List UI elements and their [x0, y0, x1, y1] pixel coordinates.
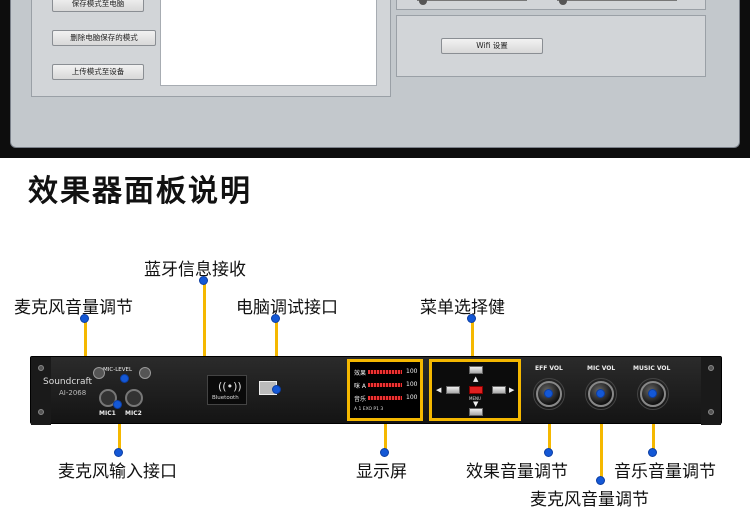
level-bar: [368, 370, 402, 374]
save-mode-to-pc-button[interactable]: 保存模式至电脑: [52, 0, 144, 12]
menu-up-key[interactable]: [469, 366, 483, 374]
leader-line-mic-input: [118, 404, 121, 454]
marker-dot: [380, 448, 389, 457]
rack-ear-right: [701, 357, 721, 425]
callout-menu-keys: 菜单选择健: [420, 298, 505, 318]
bluetooth-receiver: ((•)) Bluetooth: [207, 375, 247, 405]
software-window: 保存模式至电脑 删除电脑保存的模式 上传模式至设备 Wifi 设置: [10, 0, 740, 148]
level-bar: [368, 383, 402, 387]
knob-ring: [533, 378, 565, 410]
level-bar: [368, 396, 402, 400]
page-title: 效果器面板说明: [28, 174, 252, 209]
menu-enter-key[interactable]: [469, 386, 483, 394]
mode-list[interactable]: [160, 0, 377, 86]
knob-ring: [637, 378, 669, 410]
upload-mode-button[interactable]: 上传模式至设备: [52, 64, 144, 80]
callout-mic-input: 麦克风输入接口: [58, 462, 177, 482]
display-screen: 效果 100 咪 A 100 音乐 100 A 1 EXO P1 3: [347, 359, 423, 421]
slider-track: [557, 0, 677, 1]
arrow-down-icon: ▼: [473, 400, 479, 408]
eff-vol-label: EFF VOL: [535, 365, 563, 372]
marker-dot: [80, 314, 89, 323]
leader-line-mic-volume: [84, 319, 87, 361]
marker-dot: [120, 374, 129, 383]
screen-row-value: 100: [406, 381, 418, 388]
delete-pc-mode-button[interactable]: 删除电脑保存的模式: [52, 30, 156, 46]
rack-ear-left: [31, 357, 51, 425]
screen-row-value: 100: [406, 368, 418, 375]
slider-handle[interactable]: [559, 0, 567, 5]
mic-level-knob[interactable]: [93, 367, 105, 379]
arrow-up-icon: ▲: [473, 375, 479, 383]
knob-ring: [585, 378, 617, 410]
marker-dot: [648, 448, 657, 457]
marker-dot: [648, 389, 657, 398]
effects-processor-panel: Soundcraft AI-2068 MIC-LEVEL MIC1 MIC2 (…: [30, 356, 722, 425]
music-vol-label: MUSIC VOL: [633, 365, 671, 372]
marker-dot: [596, 389, 605, 398]
screen-row-label: 音乐: [354, 396, 367, 403]
bluetooth-label: Bluetooth: [212, 395, 239, 401]
marker-dot: [199, 276, 208, 285]
leader-line-effect-volume: [548, 394, 551, 454]
callout-effect-volume: 效果音量调节: [466, 462, 568, 482]
screw: [708, 365, 714, 371]
callout-pc-debug: 电脑调试接口: [236, 298, 338, 318]
mode-panel: 保存模式至电脑 删除电脑保存的模式 上传模式至设备: [31, 0, 391, 97]
mic2-label: MIC2: [125, 410, 142, 417]
arrow-right-icon: ▶: [509, 386, 515, 394]
marker-dot: [467, 314, 476, 323]
screw: [38, 409, 44, 415]
menu-right-key[interactable]: [492, 386, 506, 394]
mic2-jack[interactable]: [125, 389, 143, 407]
wifi-panel: Wifi 设置: [396, 15, 706, 77]
slider-panel: [396, 0, 706, 10]
arrow-left-icon: ◀: [436, 386, 442, 394]
model-label: AI-2068: [59, 389, 87, 397]
marker-dot: [271, 314, 280, 323]
bluetooth-icon: ((•)): [218, 380, 242, 393]
callout-bluetooth: 蓝牙信息接收: [144, 260, 246, 280]
leader-line-bluetooth: [203, 281, 206, 381]
menu-label: MENU: [469, 396, 481, 401]
mic-vol-label: MIC VOL: [587, 365, 616, 372]
callout-display: 显示屏: [356, 462, 407, 482]
slider-track: [417, 0, 527, 1]
menu-left-key[interactable]: [446, 386, 460, 394]
leader-line-display: [384, 422, 387, 454]
screen-footer: A 1 EXO P1 3: [354, 407, 384, 412]
screen-row-label: 咪 A: [354, 383, 367, 390]
mic-level-knob[interactable]: [139, 367, 151, 379]
screen-row-value: 100: [406, 394, 418, 401]
menu-key-cluster: ▲ ◀ ▶ MENU ▼: [429, 359, 521, 421]
brand-logo-text: Soundcraft: [43, 377, 93, 387]
marker-dot: [272, 385, 281, 394]
marker-dot: [544, 389, 553, 398]
leader-line-mic-volume-knob: [600, 394, 603, 480]
leader-line-pc-debug: [275, 319, 278, 389]
menu-down-key[interactable]: [469, 408, 483, 416]
leader-line-music-volume: [652, 394, 655, 454]
screw: [38, 365, 44, 371]
marker-dot: [544, 448, 553, 457]
wifi-settings-button[interactable]: Wifi 设置: [441, 38, 543, 54]
leader-line-menu: [471, 319, 474, 359]
marker-dot: [113, 400, 122, 409]
slider-handle[interactable]: [419, 0, 427, 5]
screw: [708, 409, 714, 415]
marker-dot: [114, 448, 123, 457]
callout-mic-volume-bottom: 麦克风音量调节: [530, 490, 649, 510]
screen-row-label: 效果: [354, 370, 367, 377]
callout-music-volume: 音乐音量调节: [614, 462, 716, 482]
software-screenshot-frame: 保存模式至电脑 删除电脑保存的模式 上传模式至设备 Wifi 设置: [0, 0, 750, 158]
mic-level-label: MIC-LEVEL: [103, 367, 133, 373]
marker-dot: [596, 476, 605, 485]
mic1-jack[interactable]: [99, 389, 117, 407]
mic1-label: MIC1: [99, 410, 116, 417]
callout-mic-volume: 麦克风音量调节: [14, 298, 133, 318]
